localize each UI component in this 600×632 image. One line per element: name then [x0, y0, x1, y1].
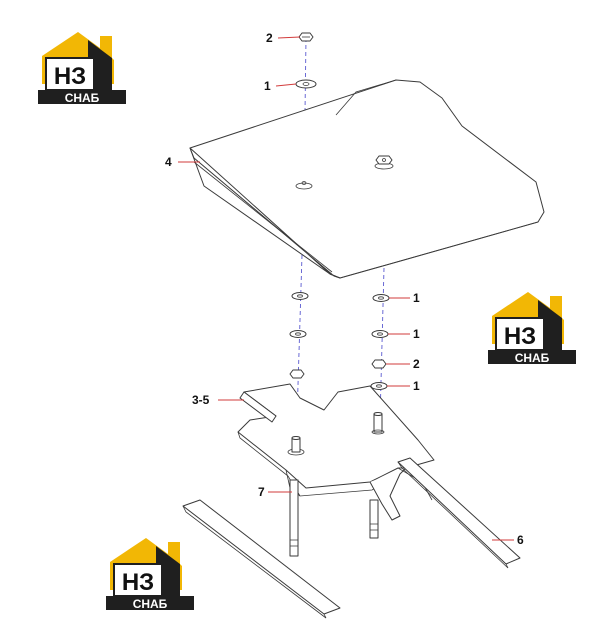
- logo-top-left: НЗ СНАБ: [38, 32, 126, 105]
- washer-right-1: [372, 294, 390, 302]
- washer-left-2: [289, 330, 307, 338]
- callout-6: 6: [517, 533, 524, 547]
- bolt-lower-right: [369, 499, 379, 539]
- callout-1-c: 1: [413, 379, 420, 393]
- logo-mark-text: НЗ: [122, 569, 154, 596]
- strip-left: [182, 499, 341, 619]
- logo-mid-right: НЗ СНАБ: [488, 292, 576, 365]
- cover-plate: [189, 79, 545, 279]
- nut-right: [371, 359, 387, 369]
- nut-left: [289, 369, 305, 379]
- callout-4: 4: [165, 155, 172, 169]
- washer-left-1: [291, 292, 309, 300]
- logo-bottom-left: НЗ СНАБ: [106, 538, 194, 611]
- washer-right-2: [371, 330, 389, 338]
- logo-text: СНАБ: [133, 597, 168, 611]
- leader-lines: [178, 36, 514, 541]
- nut-on-plate: [374, 155, 394, 170]
- bracket: [237, 383, 435, 521]
- logo-text: СНАБ: [65, 91, 100, 105]
- logo-text: СНАБ: [515, 351, 550, 365]
- callout-7: 7: [258, 485, 265, 499]
- callout-2-mid: 2: [413, 357, 420, 371]
- strip-right: [397, 457, 521, 569]
- logo-mark-text: НЗ: [504, 323, 536, 350]
- nut-top: [298, 32, 314, 42]
- bolt-upper-left: [287, 436, 305, 456]
- callout-1-top: 1: [264, 79, 271, 93]
- bolt-upper-right: [371, 412, 385, 435]
- axis-right: [379, 267, 385, 421]
- callout-2-top: 2: [266, 31, 273, 45]
- logo-mark-text: НЗ: [54, 63, 86, 90]
- callout-1-a: 1: [413, 291, 420, 305]
- axis-left-top: [303, 37, 307, 187]
- callout-1-b: 1: [413, 327, 420, 341]
- washer-right-3: [370, 382, 388, 390]
- washer-top: [295, 79, 317, 89]
- callout-3-5: 3-5: [192, 393, 210, 407]
- bolt-lower-left: [289, 479, 299, 557]
